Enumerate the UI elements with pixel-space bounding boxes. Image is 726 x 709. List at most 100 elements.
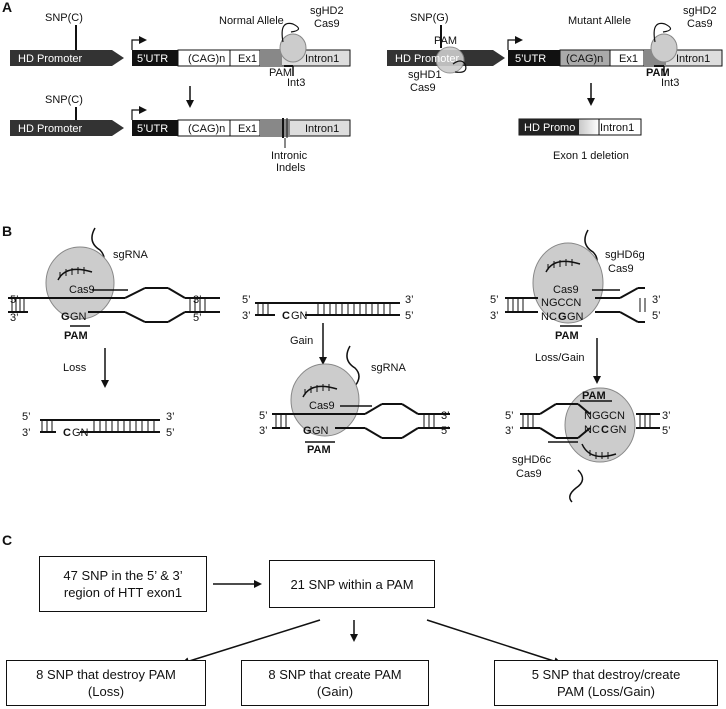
box-gain: 8 SNP that create PAM (Gain) xyxy=(241,660,429,706)
mutant-int3-label: Int3 xyxy=(661,77,679,89)
indels-label-2: Indels xyxy=(276,162,306,174)
col1-seq-rest: GN xyxy=(70,311,87,323)
col2-res-three-bot: 3’ xyxy=(259,425,268,437)
mutant-guide2-label: sgHD2 xyxy=(683,5,717,17)
col3-res-three-top: 3’ xyxy=(662,410,671,422)
result-promo-label: HD Promo xyxy=(524,122,575,134)
normal-intron-label: Intron1 xyxy=(305,53,339,65)
col1-sgrna-label: sgRNA xyxy=(113,249,149,261)
flow-arrow-loss xyxy=(181,619,321,666)
normal-cas9-label: Cas9 xyxy=(314,18,340,30)
result-intron-label: Intron1 xyxy=(600,122,634,134)
col1-five-top: 5’ xyxy=(10,294,19,306)
col2-top-duplex xyxy=(255,302,400,316)
col3-res-five-bot: 5’ xyxy=(662,425,671,437)
col2-sgrna-label: sgRNA xyxy=(371,362,407,374)
col3-guide2-label: sgHD6c xyxy=(512,454,552,466)
col1-three-bot: 3’ xyxy=(10,312,19,324)
normal-utr-label: 5’UTR xyxy=(137,53,168,65)
col1-res-three-bot: 3’ xyxy=(22,427,31,439)
normal-ex1-label: Ex1 xyxy=(238,53,257,65)
normal-snp-label: SNP(C) xyxy=(45,12,83,24)
mutant-pam-label: PAM xyxy=(646,67,670,79)
flow-arrow-both xyxy=(426,619,562,665)
normal-pam-label: PAM xyxy=(269,67,292,79)
col3-three-top: 3’ xyxy=(652,294,661,306)
panel-c-label: C xyxy=(2,532,12,548)
col2-res-five-top: 5’ xyxy=(259,410,268,422)
col2-result-duplex xyxy=(272,345,450,443)
col1-seq-g: G xyxy=(61,311,70,323)
mutant-guide1-label: sgHD1 xyxy=(408,69,442,81)
normal-allele-title: Normal Allele xyxy=(219,15,284,27)
col3-bot-g: G xyxy=(558,311,567,323)
col3-bot-pre: NC xyxy=(541,311,557,323)
col1-res-c: C xyxy=(63,427,71,439)
normal-result-cag: (CAG)n xyxy=(188,123,225,135)
col3-three-bot: 3’ xyxy=(490,310,499,322)
col1-five-bot: 5’ xyxy=(193,312,202,324)
col1-loss-label: Loss xyxy=(63,362,87,374)
col3-res-bot-post: GN xyxy=(610,424,627,436)
col2-res-g: G xyxy=(303,425,312,437)
box-loss-gain: 5 SNP that destroy/create PAM (Loss/Gain… xyxy=(494,660,718,706)
mutant-pam-top-label: PAM xyxy=(434,35,457,47)
panel-b-label: B xyxy=(2,223,12,239)
normal-int3-label: Int3 xyxy=(287,77,305,89)
normal-guide-label: sgHD2 xyxy=(310,5,344,17)
box-21-snp: 21 SNP within a PAM xyxy=(269,560,435,608)
col3-five-top: 5’ xyxy=(490,294,499,306)
mutant-intron-label: Intron1 xyxy=(676,53,710,65)
normal-promoter-label: HD Promoter xyxy=(18,53,83,65)
col3-five-bot: 5’ xyxy=(652,310,661,322)
mutant-utr-label: 5’UTR xyxy=(515,53,546,65)
col3-pam2-label: PAM xyxy=(582,390,606,402)
col1-res-five-bot: 5’ xyxy=(166,427,175,439)
col3-result-duplex xyxy=(520,387,660,503)
col1-cas9-label: Cas9 xyxy=(69,284,95,296)
col3-pam1-label: PAM xyxy=(555,330,579,342)
col3-res-bot-pre: NC xyxy=(584,424,600,436)
mutant-guide1-cas9-label: Cas9 xyxy=(410,82,436,94)
col2-res-three-top: 3’ xyxy=(441,410,450,422)
normal-result-intron: Intron1 xyxy=(305,123,339,135)
col2-cas9-label: Cas9 xyxy=(309,400,335,412)
col1-result-duplex xyxy=(40,419,160,433)
col3-top-duplex xyxy=(505,229,646,327)
col3-res-top-seq: NGGCN xyxy=(584,410,625,422)
exon1-deletion-label: Exon 1 deletion xyxy=(553,150,629,162)
normal-result-ex1: Ex1 xyxy=(238,123,257,135)
mutant-snp-label: SNP(G) xyxy=(410,12,449,24)
col2-five-top: 5’ xyxy=(242,294,251,306)
col3-guide1-cas9-label: Cas9 xyxy=(608,263,634,275)
mutant-result-construct: HD Promo Intron1 xyxy=(518,118,642,136)
mutant-guide2-cas9-label: Cas9 xyxy=(687,18,713,30)
mutant-gene-construct: HD Promoter 5’UTR (CAG)n Ex1 Intron1 xyxy=(387,22,723,76)
box-47-snp: 47 SNP in the 5’ & 3’ region of HTT exon… xyxy=(39,556,207,612)
col1-top-duplex xyxy=(8,227,220,327)
col3-lossgain-label: Loss/Gain xyxy=(535,352,585,364)
normal-result-promoter: HD Promoter xyxy=(18,123,83,135)
col2-seq-c: C xyxy=(282,310,290,322)
col2-res-five-bot: 5’ xyxy=(441,425,450,437)
col3-bot-post: GN xyxy=(567,311,584,323)
mutant-ex1-label: Ex1 xyxy=(619,53,638,65)
col2-three-bot: 3’ xyxy=(242,310,251,322)
col2-gain-label: Gain xyxy=(290,335,313,347)
col3-guide1-label: sgHD6g xyxy=(605,249,645,261)
normal-result-snp-label: SNP(C) xyxy=(45,94,83,106)
mutant-promoter-label: HD Promoter xyxy=(395,53,460,65)
col3-guide2-cas9-label: Cas9 xyxy=(516,468,542,480)
normal-cag-label: (CAG)n xyxy=(188,53,225,65)
col3-res-three-bot: 3’ xyxy=(505,425,514,437)
col2-five-bot: 5’ xyxy=(405,310,414,322)
mutant-cag-label: (CAG)n xyxy=(566,53,603,65)
col3-res-bot-c: C xyxy=(601,424,609,436)
col2-seq-rest: GN xyxy=(291,310,308,322)
mutant-allele-title: Mutant Allele xyxy=(568,15,631,27)
normal-result-construct: HD Promoter 5’UTR (CAG)n Ex1 Intron1 xyxy=(10,106,351,148)
col1-res-three-top: 3’ xyxy=(166,411,175,423)
col2-three-top: 3’ xyxy=(405,294,414,306)
col3-cas9-label: Cas9 xyxy=(553,284,579,296)
